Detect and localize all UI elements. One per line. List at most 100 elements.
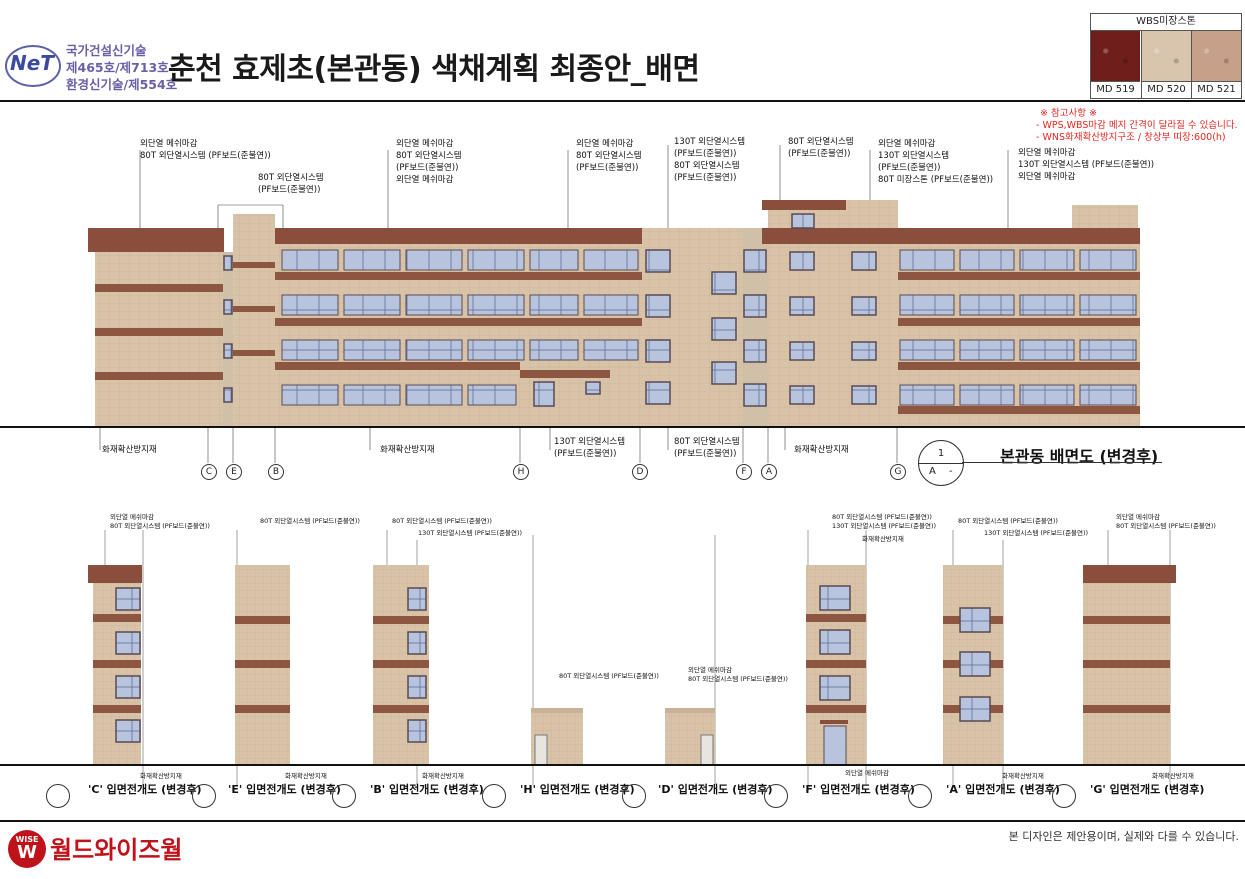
- callout-line: 80T 외단열시스템 (PF보드(준불연)): [832, 513, 932, 521]
- left-wing-wall: [95, 252, 223, 427]
- callout-7: 외단열 메쉬마감 130T 외단열시스템 (PF보드(준불연)) 80T 미장스…: [878, 138, 993, 186]
- elev-e-bottom-callout: 화재확산방지재: [285, 772, 327, 780]
- callout-line: 외단열 메쉬마감: [1018, 148, 1076, 158]
- callout-bottom-1: 화재확산방지재: [102, 445, 157, 455]
- callout-line: 외단열 메쉬마감: [396, 175, 454, 185]
- callout-bottom-2: 화재확산방지재: [380, 445, 435, 455]
- callout-line: 80T 외단열시스템 (PF보드(준불연)): [392, 517, 492, 525]
- elev-b-caption: 'B' 입면전개도 (변경후): [370, 783, 484, 796]
- sheet-ref-a: A: [929, 466, 936, 477]
- elev-h-door: [534, 734, 548, 766]
- callout-line: 130T 외단열시스템 (PF보드(준불연)): [1018, 160, 1155, 170]
- elev-e-bubble: [192, 784, 216, 808]
- elev-d-bubble: [622, 784, 646, 808]
- callout-line: 80T 외단열시스템 (PF보드(준불연)): [110, 522, 210, 530]
- note-line: - WNS화재확산방지구조 / 창상부 띠장:600(h): [1036, 132, 1226, 143]
- left-wing-roof: [88, 228, 224, 252]
- callout-line: 80T 외단열시스템: [258, 173, 324, 183]
- right-wing-roof: [898, 228, 1140, 244]
- elev-f-entrance-door: [823, 725, 847, 766]
- callout-line: 외단열 메쉬마감: [396, 139, 454, 149]
- elev-c-bubble: [46, 784, 70, 808]
- elev-c-roof: [88, 565, 142, 583]
- entrance-band: [520, 370, 610, 378]
- footer-divider: [0, 820, 1245, 822]
- elev-c-bottom-callout: 화재확산방지재: [140, 772, 182, 780]
- swatch-md520: [1141, 31, 1191, 81]
- callout-line: 외단열 메쉬마감: [688, 666, 732, 674]
- swatch-md521: [1191, 31, 1241, 81]
- callout-line: (PF보드(준불연)): [258, 185, 321, 195]
- notes-block: ※ 참고사항 ※ - WPS,WBS마감 메지 간격이 달라질 수 있습니다. …: [1036, 108, 1238, 144]
- grid-label-b: B: [268, 464, 284, 480]
- swatch-panel-title: WBS미장스톤: [1091, 14, 1241, 31]
- callout-line: 외단열 메쉬마감: [110, 513, 154, 521]
- callout-line: 외단열 메쉬마감: [576, 139, 634, 149]
- swatch-md519: [1091, 31, 1140, 81]
- main-elevation-drawing: [0, 145, 1245, 463]
- callout-line: (PF보드(준불연)): [788, 149, 851, 159]
- logo-text: NeT: [10, 51, 55, 75]
- callout-line: 80T 외단열시스템: [674, 437, 740, 447]
- callout-line: 80T 외단열시스템 (PF보드(준불연)): [260, 517, 360, 525]
- callout-5: 130T 외단열시스템 (PF보드(준불연)) 80T 외단열시스템 (PF보드…: [674, 136, 745, 184]
- callout-line: 80T 외단열시스템 (PF보드(준불연)): [688, 675, 788, 683]
- penthouse-roof: [762, 200, 846, 210]
- elev-a-caption: 'A' 입면전개도 (변경후): [946, 783, 1060, 796]
- callout-line: 130T 외단열시스템 (PF보드(준불연)): [418, 529, 523, 537]
- grid-label-a: A: [761, 464, 777, 480]
- caption-underline: [962, 462, 1162, 463]
- callout-line: 80T 외단열시스템: [788, 137, 854, 147]
- company-logo: NeT: [4, 40, 62, 90]
- callout-2: 80T 외단열시스템 (PF보드(준불연)): [258, 172, 324, 196]
- grid-label-f: F: [736, 464, 752, 480]
- elev-g-bubble: [1052, 784, 1076, 808]
- right-tower-roof: [762, 228, 904, 244]
- page-title: 춘천 효제초(본관동) 색채계획 최종안_배면: [168, 52, 700, 87]
- callout-line: 80T 외단열시스템 (PF보드(준불연)): [559, 672, 659, 680]
- callout-line: 외단열 메쉬마감: [878, 139, 936, 149]
- elev-h-caption: 'H' 입면전개도 (변경후): [520, 783, 635, 796]
- callout-line: (PF보드(준불연)): [554, 449, 617, 459]
- callout-line: (PF보드(준불연)): [878, 163, 941, 173]
- callout-bottom-4: 80T 외단열시스템 (PF보드(준불연)): [674, 436, 740, 460]
- elev-d-door: [700, 734, 714, 766]
- drawing-number: 1: [937, 448, 945, 459]
- elev-f-callout: 80T 외단열시스템 (PF보드(준불연))130T 외단열시스템 (PF보드(…: [832, 513, 936, 544]
- callout-line: (PF보드(준불연)): [396, 163, 459, 173]
- main-block-windows: [281, 249, 639, 406]
- right-rooftop-box: [1072, 205, 1138, 228]
- main-drawing-title: 본관동 배면도 (변경후): [1000, 447, 1159, 466]
- detail-ground-line: [0, 764, 1245, 766]
- grid-label-g: G: [890, 464, 906, 480]
- logo-mark-icon: NeT: [5, 45, 61, 87]
- disclaimer: 본 디자인은 제안용이며, 실제와 다를 수 있습니다.: [1008, 830, 1239, 843]
- callout-line: (PF보드(준불연)): [674, 149, 737, 159]
- main-block-roof: [275, 228, 642, 244]
- callout-1: 외단열 메쉬마감 80T 외단열시스템 (PF보드(준불연)): [140, 138, 271, 162]
- callout-line: 80T 외단열시스템: [396, 151, 462, 161]
- callout-line: 80T 외단열시스템 (PF보드(준불연)): [140, 151, 271, 161]
- elev-f-bottom-callout: 외단열 메쉬마감: [845, 769, 889, 777]
- elev-g-wall: [1083, 583, 1170, 765]
- elev-e-caption: 'E' 입면전개도 (변경후): [228, 783, 341, 796]
- right-wing-windows: [899, 249, 1137, 406]
- callout-6: 80T 외단열시스템 (PF보드(준불연)): [788, 136, 854, 160]
- callout-line: 외단열 메쉬마감: [1018, 172, 1076, 182]
- tower-e-wall: [223, 252, 233, 427]
- brand-badge-text: WISE: [15, 835, 39, 844]
- elev-g-bottom-callout: 화재확산방지재: [1152, 772, 1194, 780]
- callout-line: 130T 외단열시스템: [554, 437, 626, 447]
- elev-g-caption: 'G' 입면전개도 (변경후): [1090, 783, 1205, 796]
- cert-line: 국가건설신기술: [66, 43, 147, 58]
- callout-line: 80T 외단열시스템 (PF보드(준불연)): [958, 517, 1058, 525]
- elev-h-bubble: [482, 784, 506, 808]
- callout-line: 외단열 메쉬마감: [1116, 513, 1160, 521]
- sheet-ref-b: -: [949, 466, 953, 477]
- callout-bottom-3: 130T 외단열시스템 (PF보드(준불연)): [554, 436, 625, 460]
- callout-line: 80T 미장스톤 (PF보드(준불연)): [878, 175, 994, 185]
- callout-4: 외단열 메쉬마감 80T 외단열시스템 (PF보드(준불연)): [576, 138, 642, 174]
- grid-label-c: C: [201, 464, 217, 480]
- callout-8: 외단열 메쉬마감 130T 외단열시스템 (PF보드(준불연)) 외단열 메쉬마…: [1018, 147, 1154, 183]
